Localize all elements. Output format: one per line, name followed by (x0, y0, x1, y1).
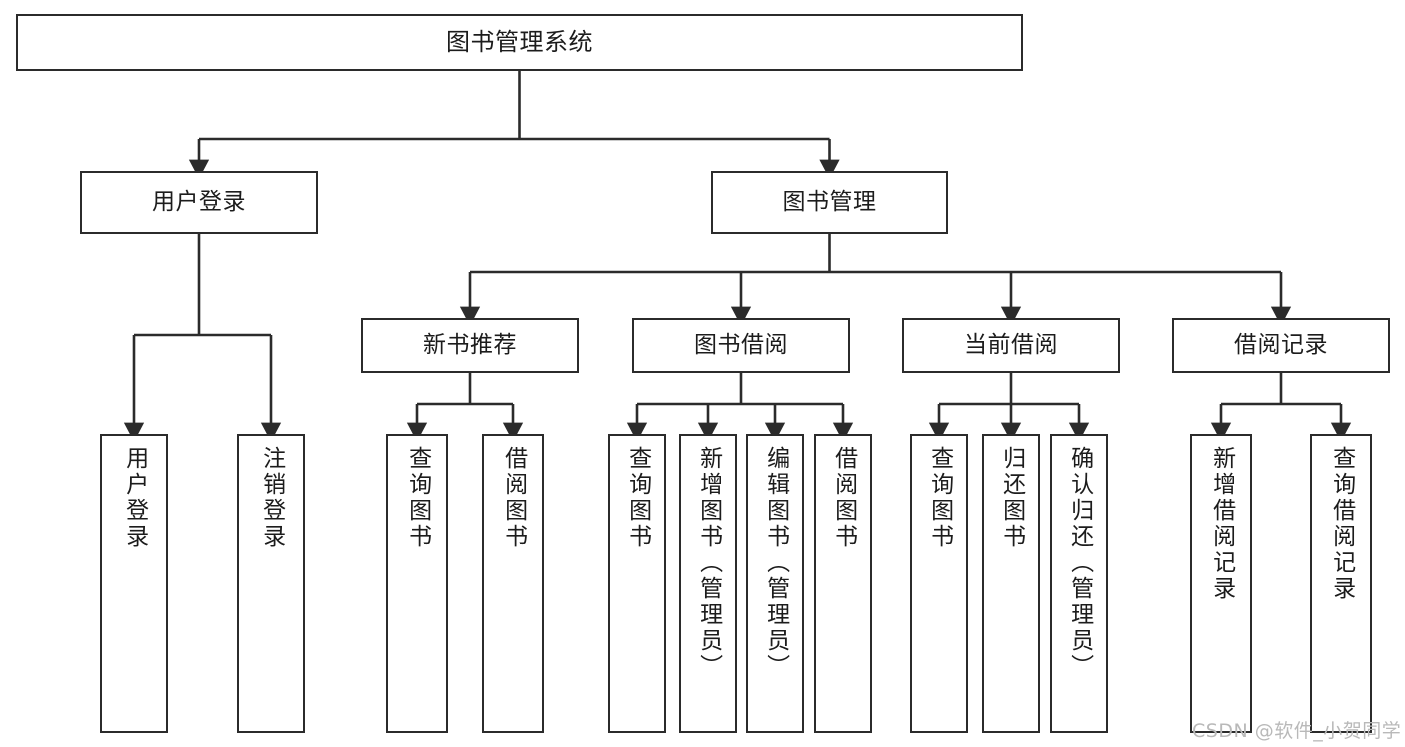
node-book-borrow[interactable]: 图书借阅 (632, 318, 850, 373)
node-leaf-user-login[interactable]: 用户登录 (100, 434, 168, 733)
node-label-book-manage: 图书管理 (782, 189, 877, 216)
node-label-leaf-bb-borrow: 借阅图书 (830, 446, 857, 550)
node-leaf-bb-edit[interactable]: 编辑图书（管理员） (746, 434, 804, 733)
node-leaf-cb-query[interactable]: 查询图书 (910, 434, 968, 733)
node-label-leaf-cb-confirm: 确认归还（管理员） (1066, 446, 1093, 680)
node-label-user-login: 用户登录 (152, 189, 246, 216)
node-label-leaf-user-login: 用户登录 (121, 446, 148, 550)
node-leaf-bb-query[interactable]: 查询图书 (608, 434, 666, 733)
node-label-root: 图书管理系统 (446, 27, 593, 56)
node-borrow-record[interactable]: 借阅记录 (1172, 318, 1390, 373)
node-leaf-br-query[interactable]: 查询借阅记录 (1310, 434, 1372, 733)
node-label-leaf-user-logout: 注销登录 (258, 446, 285, 550)
node-leaf-rec-query[interactable]: 查询图书 (386, 434, 448, 733)
node-label-leaf-br-add: 新增借阅记录 (1208, 446, 1235, 602)
node-leaf-bb-add[interactable]: 新增图书（管理员） (679, 434, 737, 733)
node-label-leaf-bb-query: 查询图书 (624, 446, 651, 550)
node-label-leaf-br-query: 查询借阅记录 (1328, 446, 1355, 602)
node-label-leaf-rec-query: 查询图书 (404, 446, 431, 550)
node-book-manage[interactable]: 图书管理 (711, 171, 948, 234)
node-label-current-borrow: 当前借阅 (964, 332, 1058, 359)
node-label-leaf-rec-borrow: 借阅图书 (500, 446, 527, 550)
node-user-login[interactable]: 用户登录 (80, 171, 318, 234)
node-label-leaf-bb-add: 新增图书（管理员） (695, 446, 722, 680)
node-leaf-cb-confirm[interactable]: 确认归还（管理员） (1050, 434, 1108, 733)
node-label-borrow-record: 借阅记录 (1234, 332, 1328, 359)
node-leaf-user-logout[interactable]: 注销登录 (237, 434, 305, 733)
node-label-book-borrow: 图书借阅 (694, 332, 788, 359)
node-leaf-cb-return[interactable]: 归还图书 (982, 434, 1040, 733)
node-label-leaf-bb-edit: 编辑图书（管理员） (762, 446, 789, 680)
node-current-borrow[interactable]: 当前借阅 (902, 318, 1120, 373)
node-leaf-bb-borrow[interactable]: 借阅图书 (814, 434, 872, 733)
csdn-watermark: CSDN @软件_小贺同学 (1192, 720, 1402, 742)
node-leaf-br-add[interactable]: 新增借阅记录 (1190, 434, 1252, 733)
node-label-leaf-cb-return: 归还图书 (998, 446, 1025, 550)
node-root[interactable]: 图书管理系统 (16, 14, 1023, 71)
node-new-book-rec[interactable]: 新书推荐 (361, 318, 579, 373)
node-leaf-rec-borrow[interactable]: 借阅图书 (482, 434, 544, 733)
node-label-leaf-cb-query: 查询图书 (926, 446, 953, 550)
node-label-new-book-rec: 新书推荐 (423, 332, 517, 359)
